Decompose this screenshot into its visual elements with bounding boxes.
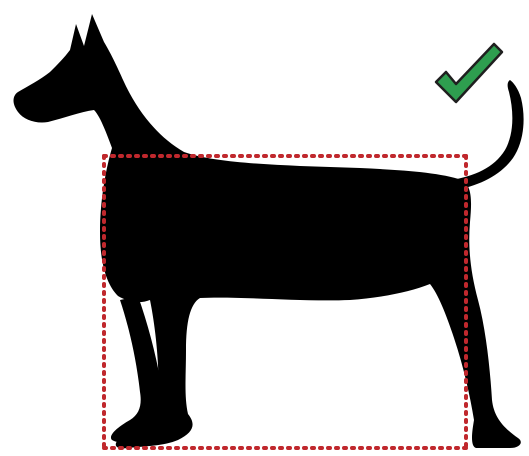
dog-proportion-diagram — [0, 0, 529, 456]
diagram-canvas — [0, 0, 529, 456]
